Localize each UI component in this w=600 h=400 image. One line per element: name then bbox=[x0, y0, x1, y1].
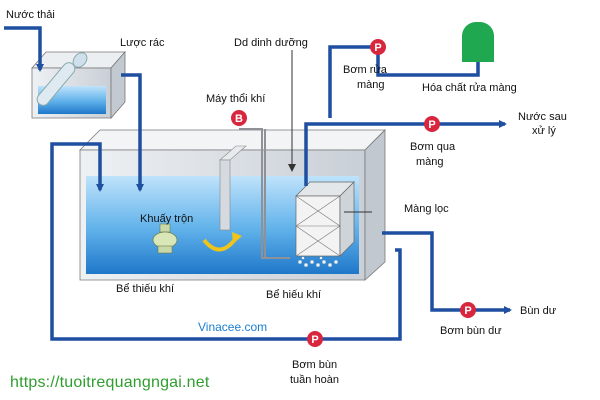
label-anoxic-tank: Bể thiếu khí bbox=[116, 283, 174, 295]
air-line bbox=[239, 128, 290, 259]
svg-text:B: B bbox=[235, 113, 243, 125]
label-screen: Lược rác bbox=[120, 37, 165, 49]
label-cleaning-pump: Bơm rửa bbox=[343, 64, 388, 76]
inlet-pipe bbox=[4, 26, 44, 72]
pump-membrane-icon: P bbox=[424, 116, 440, 132]
label-recirc-pump: Bơm bùn bbox=[292, 359, 337, 371]
label-excess-sludge-pump: Bơm bùn dư bbox=[440, 325, 502, 337]
pump-recirc-icon: P bbox=[307, 331, 323, 347]
pump-cleaning-icon: P bbox=[370, 39, 386, 55]
label-chemical: Hóa chất rửa màng bbox=[422, 82, 517, 94]
screen-rack-icon bbox=[36, 52, 88, 106]
label-treated-out-line2: xử lý bbox=[532, 125, 556, 137]
membrane-module bbox=[295, 181, 355, 268]
aeration-bubbles bbox=[297, 256, 339, 268]
main-tank bbox=[79, 129, 386, 281]
label-recirc-pump-line2: tuần hoàn bbox=[290, 374, 339, 386]
svg-text:P: P bbox=[374, 42, 381, 54]
label-nutrient: Dd dinh dưỡng bbox=[234, 37, 308, 49]
website-url: https://tuoitrequangngai.net bbox=[10, 374, 210, 391]
label-excess-sludge: Bùn dư bbox=[520, 305, 557, 317]
label-aerobic-tank: Bể hiếu khí bbox=[266, 289, 321, 301]
pipe-network bbox=[4, 26, 512, 341]
svg-text:P: P bbox=[428, 119, 435, 131]
label-treated-out: Nước sau bbox=[518, 111, 567, 123]
screen-outlet-pipe bbox=[121, 73, 144, 192]
mixer-icon bbox=[152, 223, 178, 254]
guide-lines bbox=[239, 50, 372, 259]
svg-text:P: P bbox=[311, 334, 318, 346]
label-wastewater-in: Nước thải bbox=[6, 9, 55, 21]
label-mixer: Khuấy trộn bbox=[140, 213, 193, 225]
label-membrane-pump: Bơm qua bbox=[410, 141, 456, 153]
recirculation-pipe bbox=[50, 142, 402, 341]
divider-wall bbox=[219, 159, 231, 231]
watermark-text: Vinacee.com bbox=[198, 320, 267, 334]
label-blower: Máy thổi khí bbox=[206, 93, 265, 105]
pump-excess-sludge-icon: P bbox=[460, 302, 476, 318]
svg-text:P: P bbox=[464, 305, 471, 317]
label-cleaning-pump-line2: màng bbox=[357, 79, 385, 91]
screen-chamber bbox=[31, 50, 126, 120]
cleaning-pipe bbox=[328, 45, 480, 118]
label-membrane-pump-line2: màng bbox=[416, 156, 444, 168]
blower-icon: B bbox=[231, 110, 247, 126]
label-membrane: Màng lọc bbox=[404, 203, 449, 215]
chemical-tank-icon bbox=[462, 22, 494, 62]
